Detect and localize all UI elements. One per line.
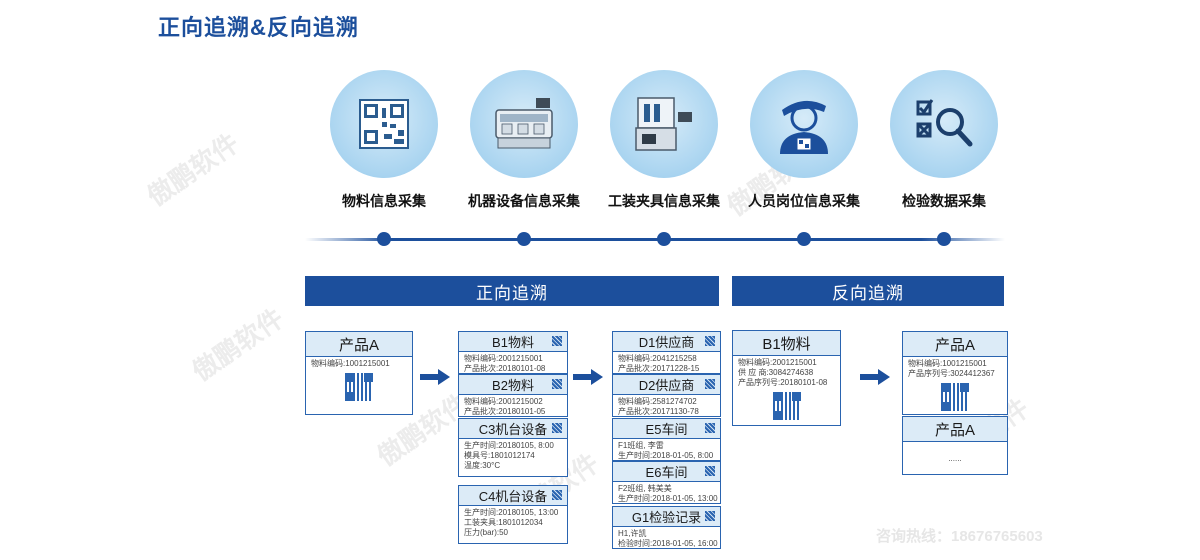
card-line: 产品序列号:3024412367	[908, 369, 995, 378]
page-title: 正向追溯&反向追溯	[158, 15, 359, 40]
qr-mini-icon	[705, 379, 715, 389]
watermark: 傲鹏软件	[186, 302, 290, 387]
qr-code-icon	[359, 99, 409, 149]
step-icon-machine	[470, 70, 578, 178]
qr-code-icon	[772, 392, 801, 420]
card-line: 物料编码:2001215001	[738, 358, 817, 367]
card-line: 生产时间:2018-01-05, 8:00	[618, 451, 714, 460]
hotline-text: 咨询热线：18676765603	[876, 528, 1043, 545]
timeline-dot	[377, 232, 391, 246]
card-line: 生产时间:20180105, 8:00	[464, 441, 554, 450]
card-line: 物料编码:2001215001	[464, 354, 543, 363]
card-line: F2班组, 韩美美	[618, 484, 672, 493]
card-line: 物料编码:1001215001	[311, 359, 390, 368]
reverse-product-card: 产品A ......	[902, 416, 1008, 475]
timeline	[305, 238, 1005, 241]
card-line: F1班组, 李雷	[618, 441, 664, 450]
card-line: 检验时间:2018-01-05, 16:00	[618, 539, 718, 548]
qr-mini-icon	[552, 336, 562, 346]
card-title: E5车间	[645, 422, 688, 437]
qr-mini-icon	[552, 490, 562, 500]
step-icon-inspection	[890, 70, 998, 178]
workshop-card: E6车间 F2班组, 韩美美生产时间:2018-01-05, 13:00	[612, 461, 721, 504]
inspection-icon	[916, 99, 973, 147]
step-label-worker: 人员岗位信息采集	[748, 193, 860, 209]
qr-mini-icon	[705, 423, 715, 433]
card-line: 产品批次:20180101-05	[464, 407, 546, 416]
qr-mini-icon	[552, 379, 562, 389]
step-label-machine: 机器设备信息采集	[468, 193, 580, 209]
timeline-dot	[937, 232, 951, 246]
card-title: 产品A	[903, 332, 1007, 357]
qr-mini-icon	[705, 511, 715, 521]
card-line: ......	[948, 454, 962, 463]
forward-trace-banner: 正向追溯	[305, 276, 719, 306]
card-line: 物料编码:2041215258	[618, 354, 697, 363]
timeline-dot	[657, 232, 671, 246]
card-title: B1物料	[733, 331, 840, 356]
card-line: 产品批次:20180101-08	[464, 364, 546, 373]
qr-code-icon	[941, 383, 969, 411]
forward-product-card: 产品A 物料编码:1001215001	[305, 331, 413, 415]
qr-mini-icon	[552, 423, 562, 433]
card-line: 模具号:1801012174	[464, 451, 535, 460]
arrow-right-icon	[573, 369, 603, 385]
qr-code-icon	[345, 373, 373, 401]
workshop-card: E5车间 F1班组, 李雷生产时间:2018-01-05, 8:00	[612, 418, 721, 461]
qr-mini-icon	[705, 336, 715, 346]
card-line: 产品序列号:20180101-08	[738, 378, 828, 387]
card-title: B2物料	[492, 378, 534, 393]
qr-mini-icon	[705, 466, 715, 476]
machine-icon	[495, 98, 553, 149]
inspection-record-card: G1检验记录 H1,许凯检验时间:2018-01-05, 16:00	[612, 506, 721, 549]
reverse-trace-banner: 反向追溯	[732, 276, 1004, 306]
card-title: D2供应商	[638, 378, 695, 393]
card-line: 产品批次:20171130-78	[618, 407, 699, 416]
card-line: 温度:30°C	[464, 461, 501, 470]
timeline-dot	[517, 232, 531, 246]
card-line: 生产时间:20180105, 13:00	[464, 508, 559, 517]
arrow-right-icon	[420, 369, 450, 385]
card-line: 物料编码:2581274702	[618, 397, 697, 406]
arrow-right-icon	[860, 369, 890, 385]
card-line: 生产时间:2018-01-05, 13:00	[618, 494, 718, 503]
card-title: C4机台设备	[478, 489, 548, 504]
card-line: 物料编码:1001215001	[908, 359, 987, 368]
timeline-dot	[797, 232, 811, 246]
step-icon-worker	[750, 70, 858, 178]
watermark: 傲鹏软件	[141, 127, 245, 212]
step-label-fixture: 工装夹具信息采集	[608, 193, 720, 209]
card-title: 产品A	[903, 417, 1007, 442]
card-title: G1检验记录	[631, 510, 702, 525]
card-line: 压力(bar):50	[464, 528, 509, 537]
card-title: C3机台设备	[478, 422, 548, 437]
fixture-icon	[635, 97, 692, 151]
step-icon-fixture	[610, 70, 718, 178]
step-label-material: 物料信息采集	[342, 193, 426, 209]
worker-icon	[780, 100, 828, 154]
card-line: 产品批次:20171228-15	[618, 364, 700, 373]
step-icon-material	[330, 70, 438, 178]
card-line: H1,许凯	[618, 529, 647, 538]
card-title: B1物料	[492, 335, 534, 350]
card-line: 供 应 商:3084274638	[738, 368, 814, 377]
card-title: D1供应商	[638, 335, 695, 350]
card-title: 产品A	[306, 332, 412, 357]
card-line: 物料编码:2001215002	[464, 397, 543, 406]
step-label-inspection: 检验数据采集	[902, 193, 986, 209]
card-line: 工装夹具:1801012034	[464, 518, 543, 527]
card-title: E6车间	[645, 465, 688, 480]
